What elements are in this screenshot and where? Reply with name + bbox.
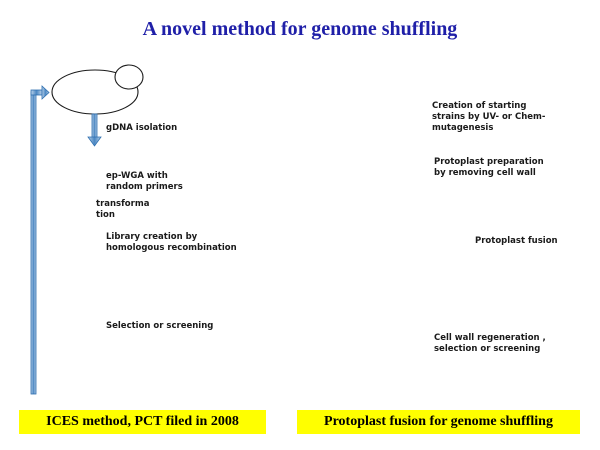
right-step-cell-wall-regeneration: Cell wall regeneration , selection or sc…: [434, 333, 546, 354]
right-caption: Protoplast fusion for genome shuffling: [297, 410, 580, 434]
left-cell-1: [51, 64, 144, 115]
right-step-starting-strains: Creation of starting strains by UV- or C…: [432, 101, 546, 133]
left-caption: ICES method, PCT filed in 2008: [19, 410, 266, 434]
left-step-arrow-1: [87, 113, 102, 147]
right-step-protoplast-fusion: Protoplast fusion: [475, 236, 558, 246]
left-step-gdna-isolation: gDNA isolation: [106, 123, 178, 133]
left-step-ep-wga: ep-WGA with random primers: [106, 171, 183, 192]
left-step-selection: Selection or screening: [106, 321, 214, 331]
left-feedback-loop-arrow: [30, 85, 50, 395]
left-step-transformation: transformation: [96, 199, 150, 220]
right-step-protoplast-prep: Protoplast preparation by removing cell …: [434, 157, 544, 178]
left-step-library-creation: Library creation by homologous recombina…: [106, 232, 237, 253]
page-title: A novel method for genome shuffling: [142, 18, 458, 40]
